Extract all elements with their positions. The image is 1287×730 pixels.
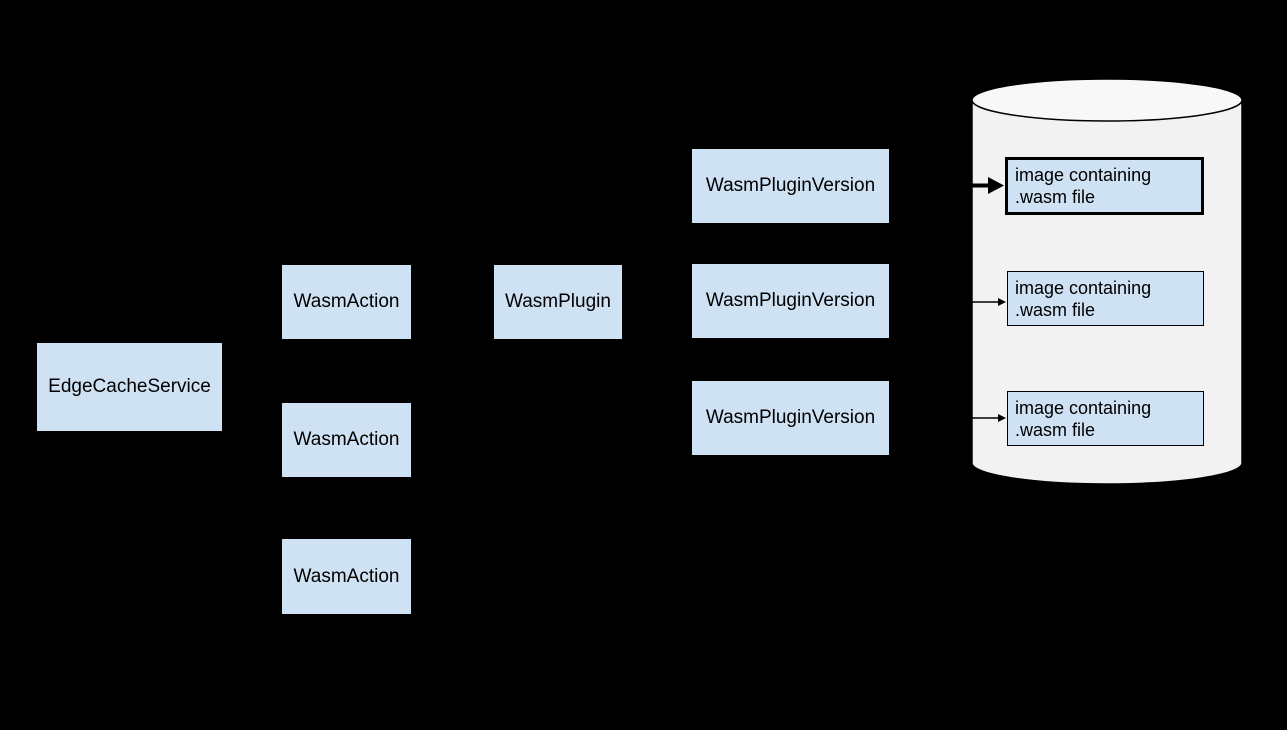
- wasm-image-box-2: image containing .wasm file: [1007, 271, 1204, 326]
- wasm-plugin-node: WasmPlugin: [494, 265, 622, 339]
- wasm-action-node-1: WasmAction: [282, 265, 411, 339]
- arrow-version2-to-image2: [889, 298, 1006, 306]
- wasm-image-label: image containing .wasm file: [1015, 397, 1152, 440]
- wasm-plugin-version-label: WasmPluginVersion: [705, 290, 876, 311]
- wasm-action-label: WasmAction: [293, 291, 400, 312]
- wasm-image-box-3: image containing .wasm file: [1007, 391, 1204, 446]
- edge-cache-service-label: EdgeCacheService: [48, 376, 211, 397]
- wasm-plugin-version-label: WasmPluginVersion: [705, 175, 876, 196]
- wasm-plugin-version-node-3: WasmPluginVersion: [692, 381, 889, 455]
- cylinder-top-ellipse: [971, 78, 1243, 122]
- wasm-image-label: image containing .wasm file: [1015, 277, 1152, 320]
- wasm-image-box-1: image containing .wasm file: [1005, 157, 1204, 215]
- wasm-plugin-version-label: WasmPluginVersion: [705, 407, 876, 428]
- edge-cache-service-node: EdgeCacheService: [37, 343, 222, 431]
- wasm-action-label: WasmAction: [293, 565, 400, 587]
- wasm-image-label: image containing .wasm file: [1015, 165, 1152, 207]
- wasm-action-node-3: WasmAction: [282, 539, 411, 614]
- wasm-action-node-2: WasmAction: [282, 403, 411, 477]
- arrow-version1-to-image1: [889, 177, 1004, 194]
- wasm-action-label: WasmAction: [293, 429, 400, 450]
- wasm-plugin-label: WasmPlugin: [505, 291, 611, 312]
- wasm-plugin-version-node-2: WasmPluginVersion: [692, 264, 889, 338]
- arrow-version3-to-image3: [889, 414, 1006, 422]
- wasm-plugin-version-node-1: WasmPluginVersion: [692, 149, 889, 223]
